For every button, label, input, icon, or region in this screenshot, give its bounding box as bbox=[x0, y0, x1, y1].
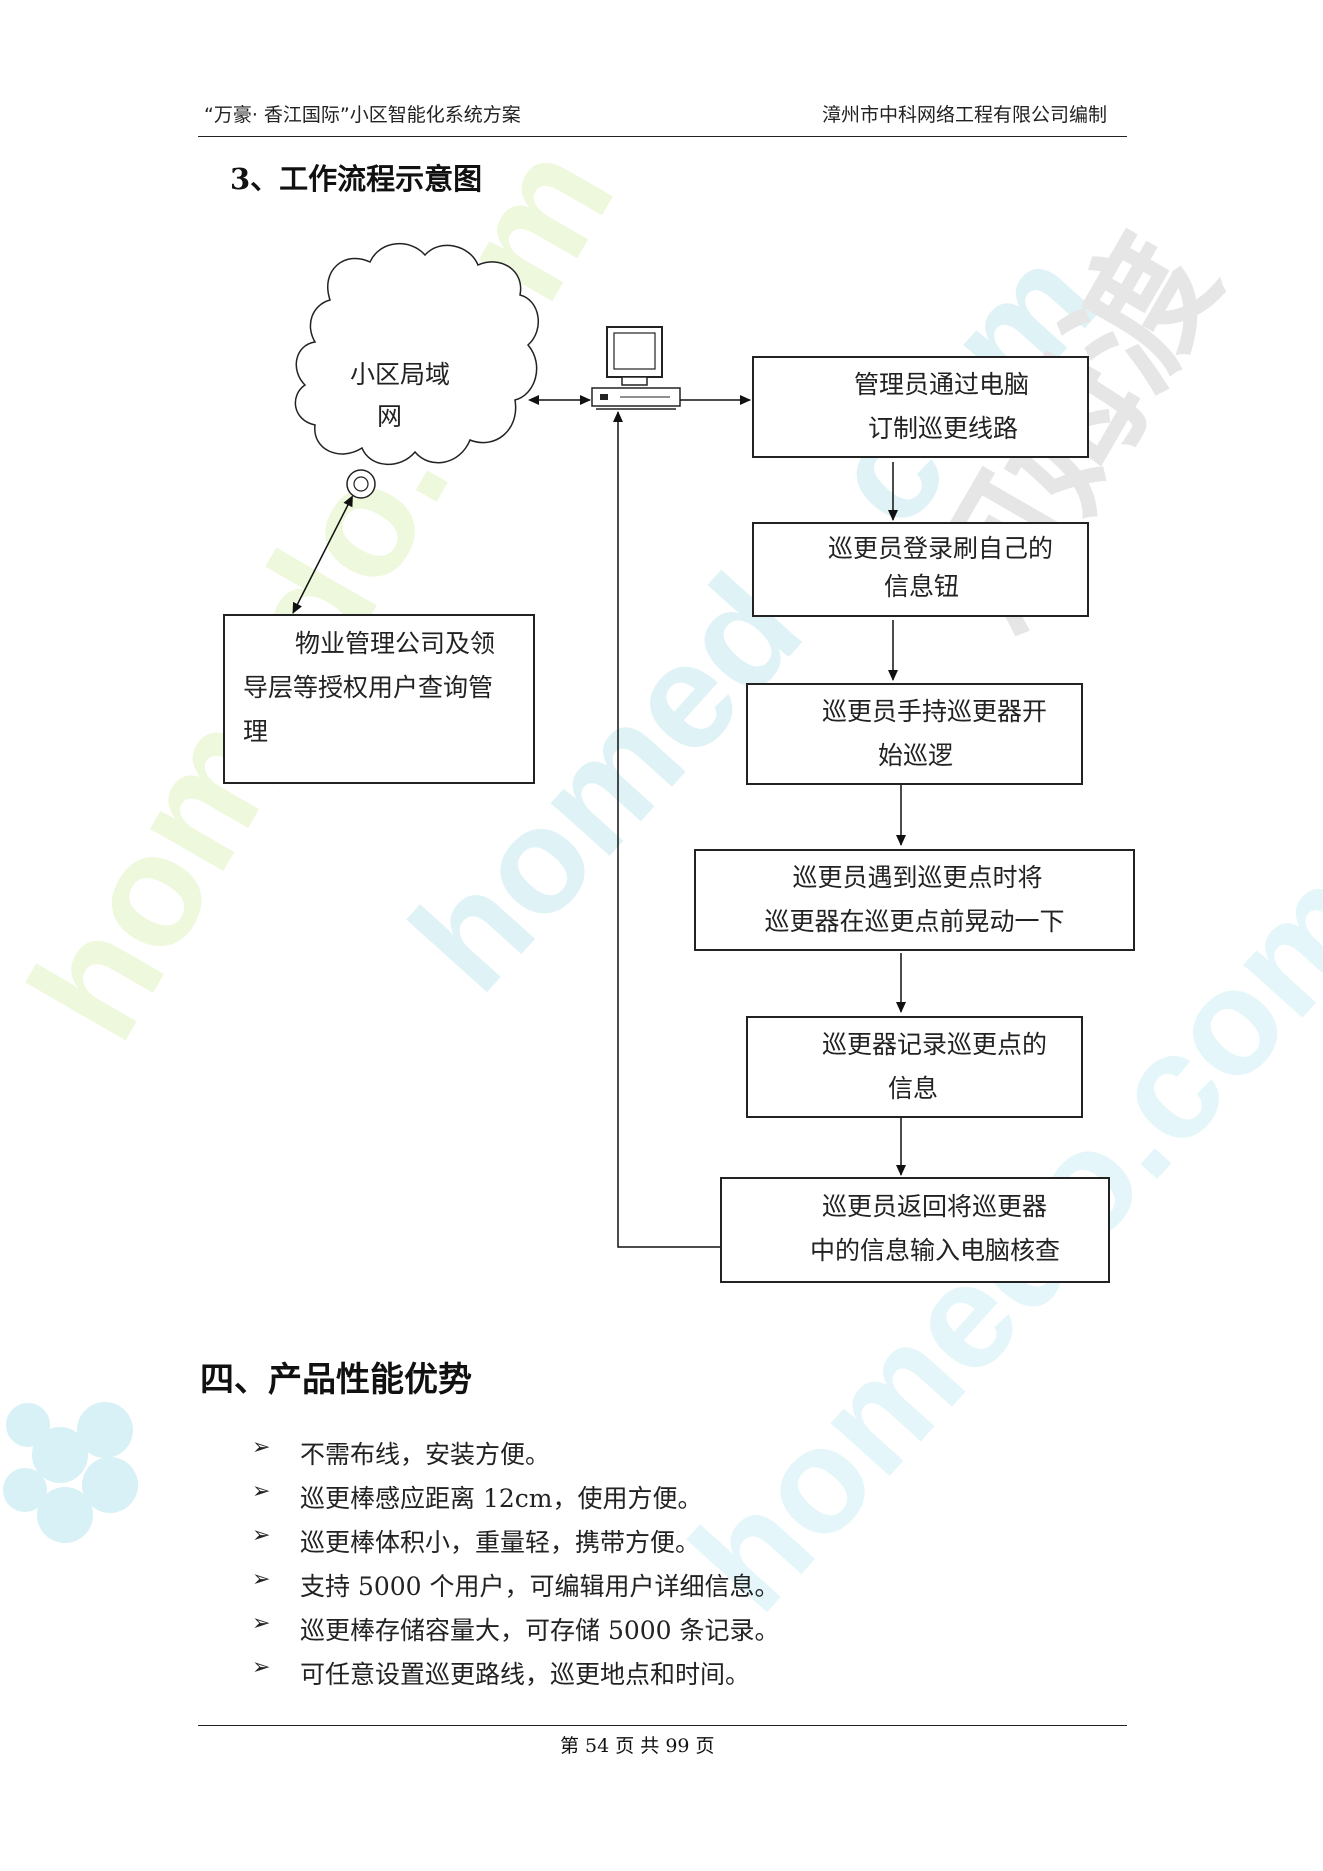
step-1-line-1: 管理员通过电脑 bbox=[854, 370, 1030, 399]
section4-title: 四、产品性能优势 bbox=[200, 1360, 472, 1400]
step-5-line-2: 信息 bbox=[888, 1074, 939, 1103]
step-5-box: 巡更器记录巡更点的 信息 bbox=[746, 1016, 1083, 1118]
step-3-line-1: 巡更员手持巡更器开 bbox=[822, 697, 1048, 726]
workflow-diagram bbox=[292, 242, 906, 1248]
computer-icon bbox=[591, 326, 681, 410]
step-6-line-2: 中的信息输入电脑核查 bbox=[810, 1236, 1061, 1265]
bullet-arrow-icon: ➢ bbox=[252, 1479, 271, 1504]
footer-rule bbox=[198, 1725, 1127, 1726]
step-6-line-1: 巡更员返回将巡更器 bbox=[822, 1192, 1048, 1221]
mgmt-line-1: 物业管理公司及领 bbox=[295, 629, 496, 658]
bullet-text: 不需布线，安装方便。 bbox=[300, 1440, 551, 1469]
cloud-label-1: 小区局域 bbox=[350, 360, 451, 389]
step-4-line-1: 巡更员遇到巡更点时将 bbox=[792, 863, 1043, 892]
cloud-shape bbox=[294, 242, 539, 466]
bullet-arrow-icon: ➢ bbox=[252, 1611, 271, 1636]
bullet-text: 巡更棒体积小，重量轻，携带方便。 bbox=[300, 1528, 701, 1557]
step-2-line-1: 巡更员登录刷自己的 bbox=[828, 534, 1054, 563]
bullet-arrow-icon: ➢ bbox=[252, 1435, 271, 1460]
page-footer: 第 54 页 共 99 页 bbox=[560, 1735, 715, 1757]
flower-logo-icon bbox=[3, 1402, 138, 1543]
bullet-arrow-icon: ➢ bbox=[252, 1655, 271, 1680]
step-4-box: 巡更员遇到巡更点时将 巡更器在巡更点前晃动一下 bbox=[694, 849, 1135, 951]
step-1-line-2: 订制巡更线路 bbox=[868, 414, 1019, 443]
bullet-text: 巡更棒感应距离 12cm，使用方便。 bbox=[300, 1484, 703, 1513]
step-3-line-2: 始巡逻 bbox=[878, 741, 954, 770]
bullet-arrow-icon: ➢ bbox=[252, 1523, 271, 1548]
bullet-text: 支持 5000 个用户，可编辑用户详细信息。 bbox=[300, 1572, 780, 1601]
bullet-arrow-icon: ➢ bbox=[252, 1567, 271, 1592]
step-5-line-1: 巡更器记录巡更点的 bbox=[822, 1030, 1048, 1059]
header-rule bbox=[198, 136, 1127, 137]
step-3-box: 巡更员手持巡更器开 始巡逻 bbox=[746, 683, 1083, 785]
bullet-text: 巡更棒存储容量大，可存储 5000 条记录。 bbox=[300, 1616, 780, 1645]
mgmt-line-3: 理 bbox=[243, 717, 269, 746]
header-left: “万豪· 香江国际”小区智能化系统方案 bbox=[204, 104, 521, 126]
step-6-box: 巡更员返回将巡更器 中的信息输入电脑核查 bbox=[720, 1177, 1110, 1283]
mgmt-query-box: 物业管理公司及领 导层等授权用户查询管 理 bbox=[223, 614, 535, 784]
section-title: 3、工作流程示意图 bbox=[230, 162, 483, 196]
step-4-line-2: 巡更器在巡更点前晃动一下 bbox=[764, 907, 1065, 936]
step-2-box: 巡更员登录刷自己的 信息钮 bbox=[752, 522, 1089, 617]
mgmt-line-2: 导层等授权用户查询管 bbox=[243, 673, 494, 702]
header-right: 漳州市中科网络工程有限公司编制 bbox=[822, 104, 1108, 126]
step-1-box: 管理员通过电脑 订制巡更线路 bbox=[752, 356, 1089, 458]
bullet-text: 可任意设置巡更路线，巡更地点和时间。 bbox=[300, 1660, 751, 1689]
step-2-line-2: 信息钮 bbox=[884, 572, 960, 601]
cloud-label-2: 网 bbox=[377, 402, 403, 431]
